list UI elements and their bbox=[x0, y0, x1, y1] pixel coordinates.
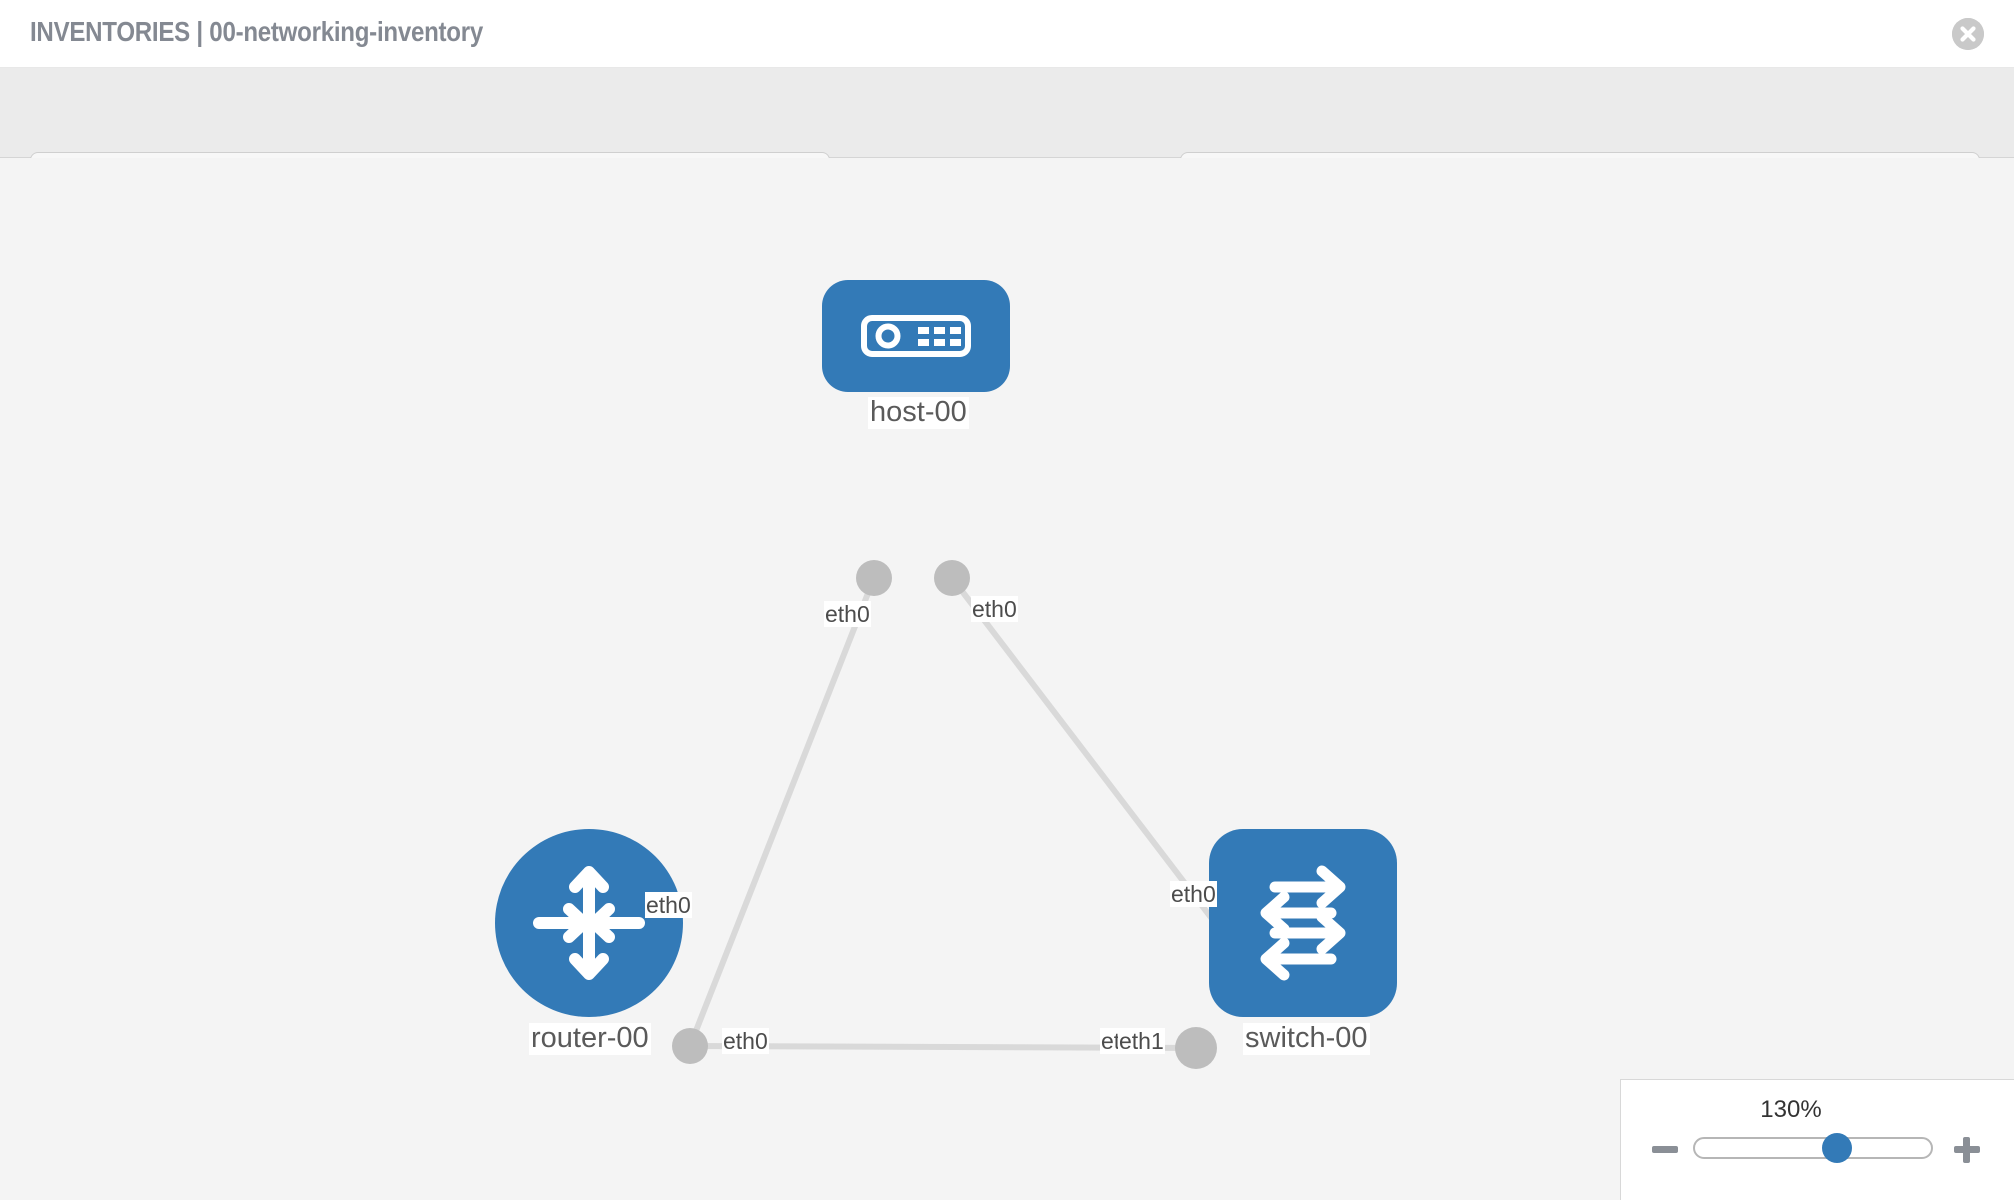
zoom-control: 130% bbox=[1620, 1079, 2014, 1200]
page-title: INVENTORIES | 00-networking-inventory bbox=[30, 16, 484, 47]
close-icon[interactable] bbox=[1952, 18, 1984, 50]
iface-label: eth1 bbox=[1118, 1028, 1165, 1055]
zoom-slider-handle[interactable] bbox=[1821, 1133, 1852, 1163]
node-switch-00-label: switch-00 bbox=[1243, 1022, 1370, 1055]
node-switch-00-shape[interactable] bbox=[1209, 829, 1397, 1017]
node-host-00-shape[interactable] bbox=[822, 280, 1010, 392]
iface-label: eth0 bbox=[722, 1028, 769, 1055]
zoom-slider-track[interactable] bbox=[1693, 1133, 1933, 1163]
iface-label: eth0 bbox=[971, 596, 1018, 623]
minus-icon[interactable] bbox=[1649, 1134, 1681, 1166]
iface-label: eth0 bbox=[645, 892, 692, 919]
iface-label: eth0 bbox=[824, 601, 871, 628]
toolbar: ACTIONS SEARCH bbox=[0, 68, 2014, 208]
node-router-00-shape[interactable] bbox=[495, 829, 683, 1017]
connector-dot bbox=[1175, 1027, 1217, 1069]
node-router-00-label: router-00 bbox=[529, 1022, 651, 1055]
router-arrows-icon bbox=[533, 866, 645, 980]
server-icon bbox=[861, 315, 971, 357]
zoom-level-label: 130% bbox=[1760, 1096, 1822, 1123]
connector-dot bbox=[856, 560, 892, 596]
plus-icon[interactable] bbox=[1951, 1134, 1983, 1166]
connector-dot bbox=[672, 1028, 708, 1064]
connector-dot bbox=[934, 560, 970, 596]
iface-label: eth0 bbox=[1170, 881, 1217, 908]
node-host-00-label: host-00 bbox=[868, 396, 969, 429]
topology-canvas[interactable]: host-00 bbox=[0, 158, 2014, 1200]
switch-arrows-icon bbox=[1260, 865, 1346, 981]
page-header: INVENTORIES | 00-networking-inventory bbox=[0, 0, 2014, 68]
